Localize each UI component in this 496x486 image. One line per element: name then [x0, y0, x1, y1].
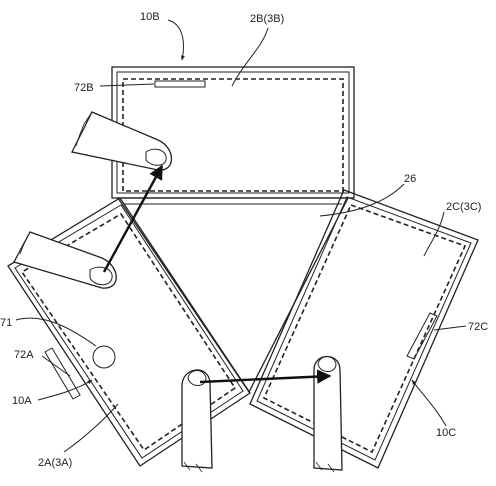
hinge-triangle: [116, 197, 350, 394]
leader-2b: [231, 27, 269, 87]
leader-2c: [423, 211, 445, 257]
label-72b: 72B: [74, 82, 94, 94]
sensor-72a: [44, 347, 81, 400]
label-10c: 10C: [436, 427, 456, 439]
label-26: 26: [404, 173, 416, 185]
finger-middle-shape: [13, 231, 117, 289]
finger-middle: [13, 231, 117, 289]
panel-b-inner: [116, 71, 350, 194]
label-10a: 10A: [12, 395, 32, 407]
leader-10a: [37, 379, 93, 401]
finger-top-shape: [71, 111, 173, 171]
leader-10b: [167, 19, 185, 61]
panel-b-outer: [111, 66, 355, 199]
label-2b: 2B(3B): [250, 13, 284, 25]
leader-26: [319, 183, 405, 217]
finger-top: [71, 111, 173, 171]
panel-b: [111, 66, 355, 199]
panel-c-inner: [256, 196, 472, 461]
label-72c: 72C: [468, 321, 488, 333]
finger-bottom-left-nail: [187, 370, 207, 386]
finger-top-nail: [145, 148, 167, 166]
leader-72c: [433, 325, 467, 331]
finger-bottom-right-shape: [313, 355, 343, 471]
panel-c-outer: [249, 189, 479, 469]
sensor-72b: [154, 80, 206, 88]
finger-bottom-right: [313, 355, 343, 473]
leader-10c: [411, 379, 447, 427]
label-2a: 2A(3A): [38, 457, 72, 469]
finger-middle-nail: [89, 266, 113, 286]
swipe-arrow-up: [102, 164, 164, 273]
panel-c-screen: [262, 203, 467, 454]
label-10b: 10B: [140, 11, 160, 23]
hinge-outline: [116, 197, 350, 394]
leader-72b: [99, 83, 155, 87]
panel-b-screen: [122, 78, 344, 192]
swipe-arrow-right: [199, 369, 332, 384]
label-2c: 2C(3C): [446, 201, 481, 213]
leader-2a: [63, 403, 119, 453]
label-71: 71: [0, 317, 12, 329]
leader-71: [15, 317, 97, 347]
sensor-71-circle: [92, 345, 116, 369]
leader-72a: [41, 355, 71, 377]
sensor-72c: [406, 312, 438, 360]
label-72a: 72A: [14, 349, 34, 361]
leader-lines: [15, 19, 467, 453]
finger-bottom-left: [181, 369, 213, 473]
finger-bottom-left-shape: [181, 369, 213, 469]
panel-c: [249, 189, 479, 469]
